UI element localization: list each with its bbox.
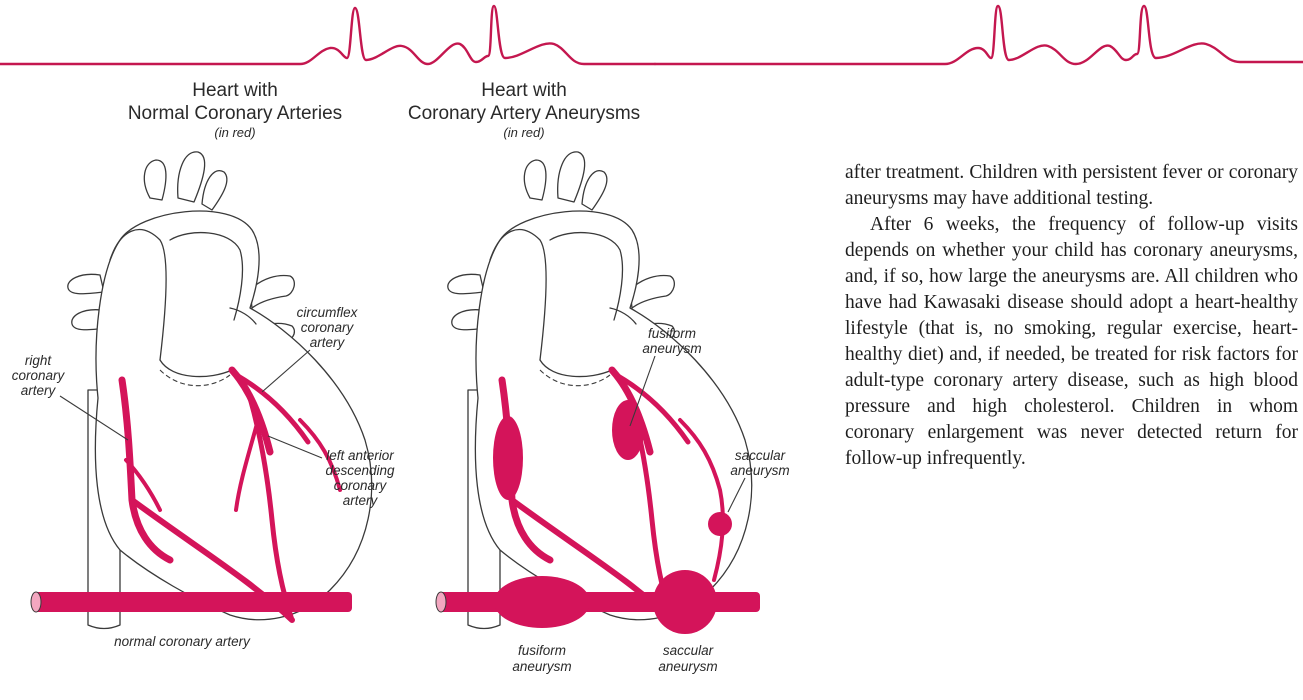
- label-lad-2: descending: [325, 463, 395, 478]
- label-right-coronary-1: right: [25, 353, 53, 368]
- label-right-coronary-2: coronary: [12, 368, 66, 383]
- label-saccular-right-2: aneurysm: [730, 463, 789, 478]
- left-subtitle: (in red): [214, 125, 255, 140]
- caption-fusiform-2: aneurysm: [512, 659, 571, 674]
- normal-artery-tube: [31, 592, 352, 612]
- right-panel: Heart with Coronary Artery Aneurysms (in…: [408, 80, 790, 674]
- ecg-header-line: [0, 0, 1303, 80]
- label-fusiform-top-2: aneurysm: [642, 341, 701, 356]
- heart-outline-aneurysm: [448, 152, 752, 629]
- label-circumflex-1: circumflex: [297, 305, 359, 320]
- body-text-column: after treatment. Children with persis­te…: [845, 160, 1298, 472]
- label-lad-3: coronary: [334, 478, 388, 493]
- ecg-wave-left: [0, 6, 655, 64]
- label-saccular-right-1: saccular: [735, 448, 786, 463]
- label-lad-1: left anterior: [326, 448, 394, 463]
- ecg-wave-right: [655, 6, 1303, 64]
- caption-saccular-2: aneurysm: [658, 659, 717, 674]
- caption-fusiform-1: fusiform: [518, 643, 566, 658]
- label-lad-4: artery: [343, 493, 379, 508]
- caption-saccular-1: saccular: [663, 643, 714, 658]
- label-fusiform-top-1: fusiform: [648, 326, 696, 341]
- paragraph-followup-frequency: After 6 weeks, the frequency of follow-u…: [845, 212, 1298, 472]
- paragraph-followup-testing: after treatment. Children with persis­te…: [845, 160, 1298, 212]
- right-title-line1: Heart with: [481, 80, 567, 101]
- right-subtitle: (in red): [503, 125, 544, 140]
- caption-normal-artery: normal coronary artery: [114, 634, 251, 649]
- label-circumflex-2: coronary: [301, 320, 355, 335]
- left-panel: Heart with Normal Coronary Arteries (in …: [12, 80, 395, 649]
- coronary-artery-figure: Heart with Normal Coronary Arteries (in …: [0, 80, 840, 700]
- left-title-line2: Normal Coronary Arteries: [128, 103, 342, 124]
- left-title-line1: Heart with: [192, 80, 278, 101]
- label-right-coronary-3: artery: [21, 383, 57, 398]
- right-title-line2: Coronary Artery Aneurysms: [408, 103, 640, 124]
- label-circumflex-3: artery: [310, 335, 346, 350]
- heart-outline-normal: [68, 152, 372, 629]
